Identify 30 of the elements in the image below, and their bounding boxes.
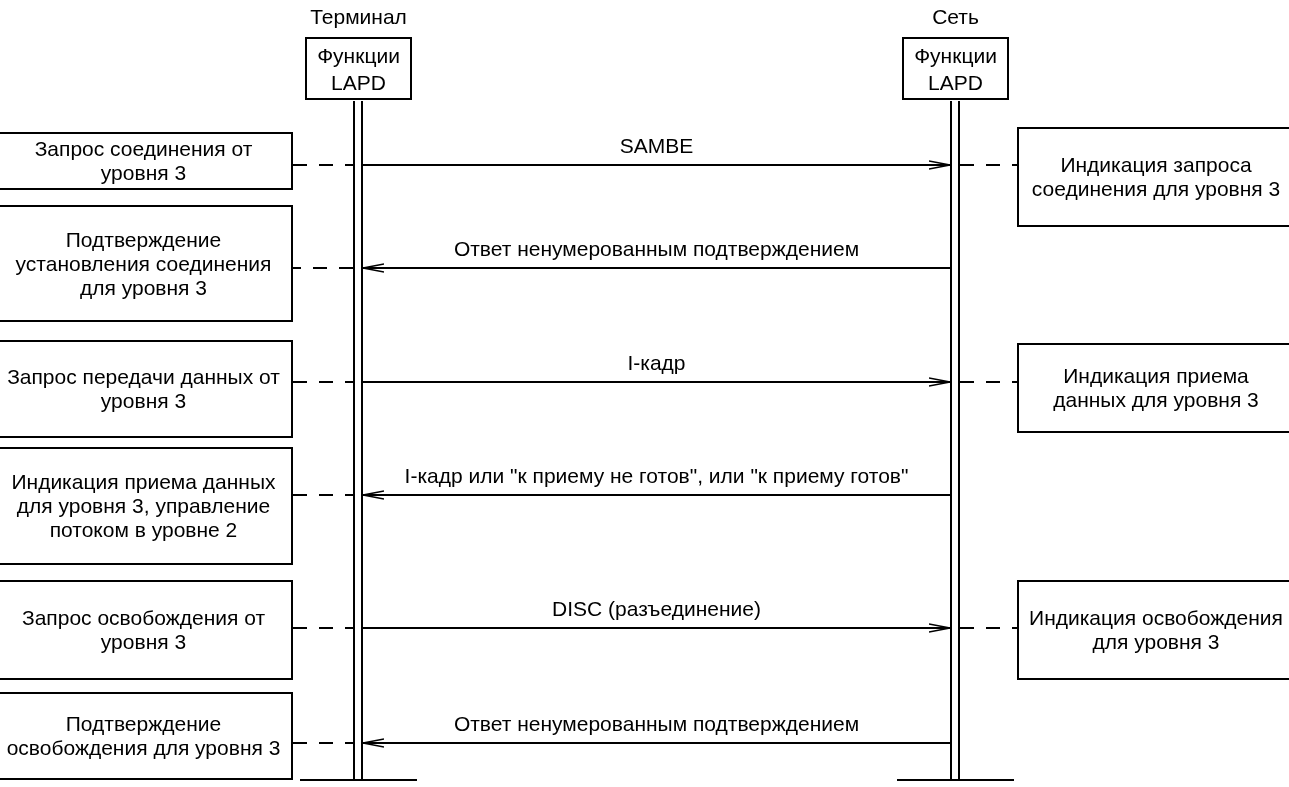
event-box: Запрос передачи данных от уровня 3: [0, 340, 293, 438]
participant-heading: Сеть: [932, 4, 979, 30]
participant-heading: Терминал: [310, 4, 407, 30]
dashed-connector: [292, 381, 354, 383]
event-box: Индикация освобождения для уровня 3: [1017, 580, 1289, 680]
dashed-connector: [292, 742, 354, 744]
dashed-connector: [292, 267, 354, 269]
event-box: Индикация запроса соединения для уровня 3: [1017, 127, 1289, 227]
message-arrow: [362, 623, 951, 633]
dashed-connector: [292, 627, 354, 629]
message-arrow: [362, 490, 951, 500]
event-box: Индикация приема данных для уровня 3: [1017, 343, 1289, 433]
dashed-connector: [959, 381, 1018, 383]
participant-box: Функции LAPD: [305, 37, 412, 100]
dashed-connector: [292, 164, 354, 166]
event-box: Запрос освобождения от уровня 3: [0, 580, 293, 680]
message-arrow: [362, 377, 951, 387]
participant-box: Функции LAPD: [902, 37, 1009, 100]
message-arrow: [362, 738, 951, 748]
event-box: Подтверждение освобождения для уровня 3: [0, 692, 293, 780]
lifeline: [353, 101, 363, 780]
lifeline: [950, 101, 960, 780]
event-box: Подтверждение установления соединения для уровня 3: [0, 205, 293, 322]
message-arrow: [362, 263, 951, 273]
dashed-connector: [959, 627, 1018, 629]
message-arrow: [362, 160, 951, 170]
event-box: Запрос соединения от уровня 3: [0, 132, 293, 190]
dashed-connector: [292, 494, 354, 496]
event-box: Индикация приема данных для уровня 3, управление потоком в уровне 2: [0, 447, 293, 565]
dashed-connector: [959, 164, 1018, 166]
